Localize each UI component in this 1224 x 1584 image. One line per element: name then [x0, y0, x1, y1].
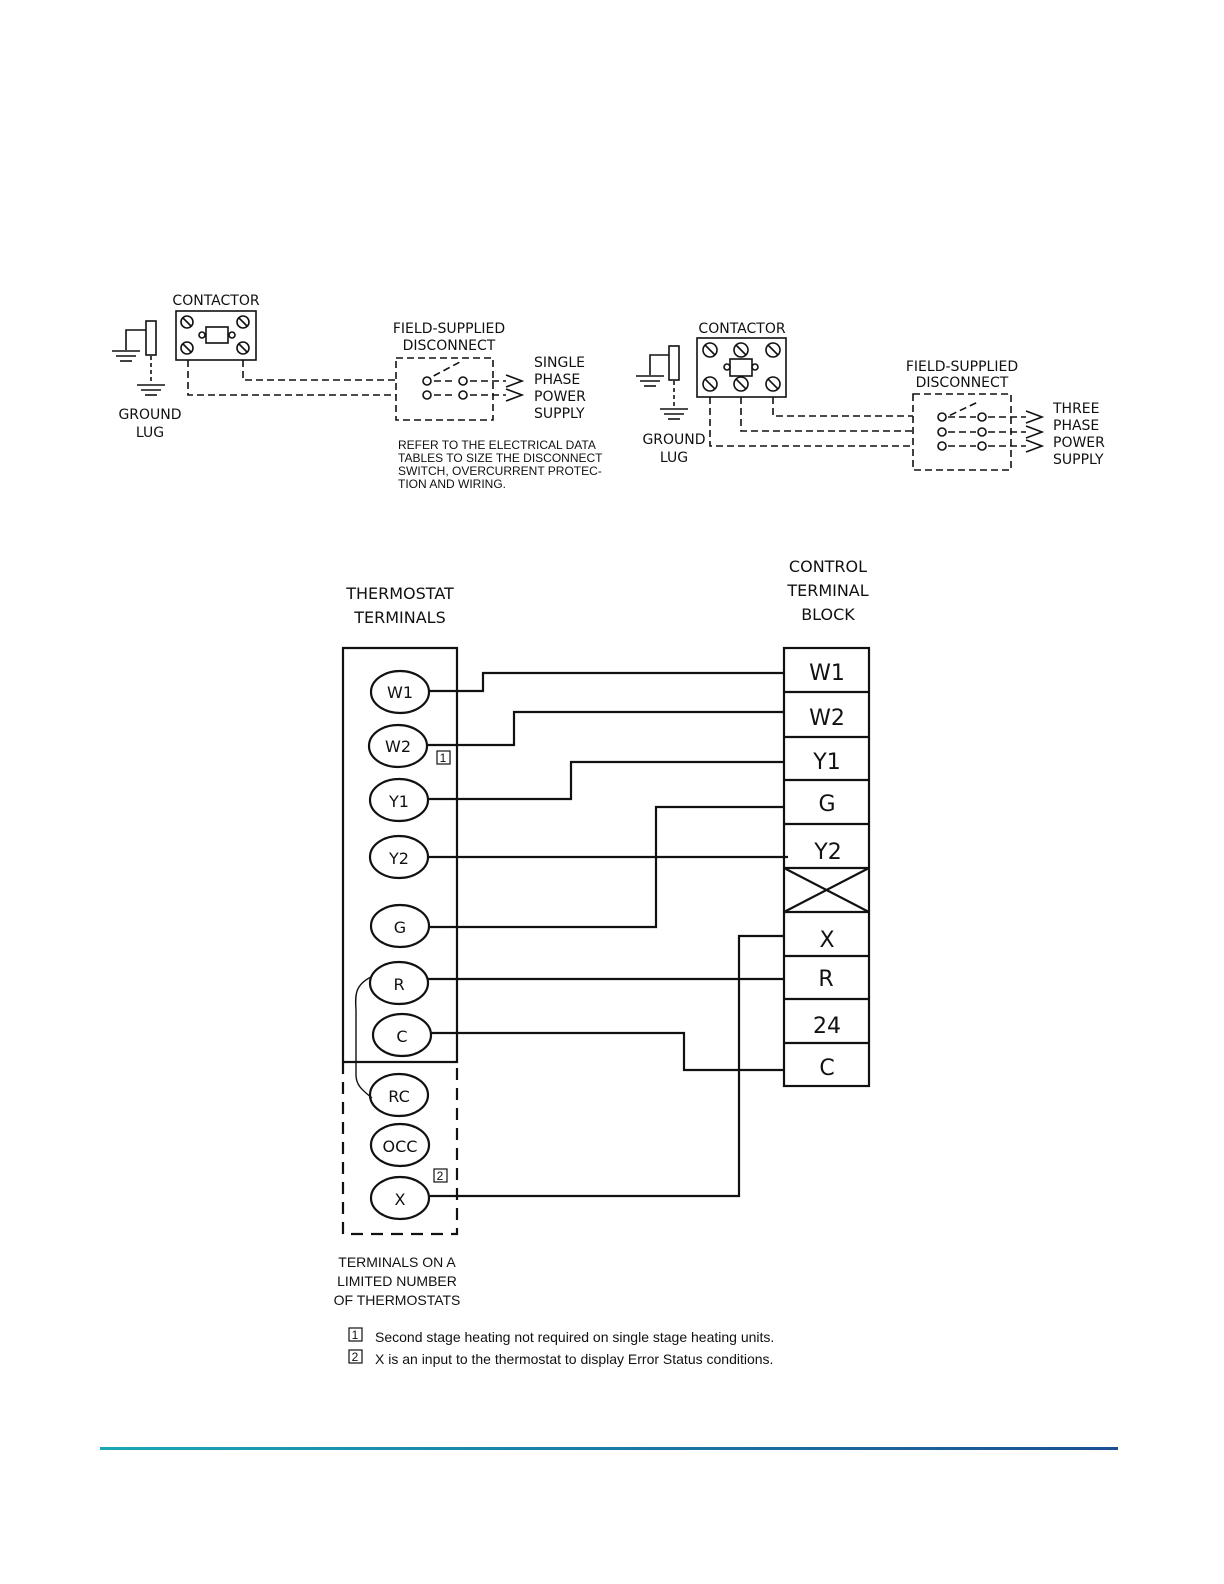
- block-24: 24: [813, 1014, 841, 1039]
- refer-note-3: SWITCH, OVERCURRENT PROTEC-: [398, 464, 602, 478]
- ground-lug-icon: [112, 320, 165, 396]
- note-1-text: Second stage heating not required on sin…: [375, 1329, 774, 1345]
- refer-note-1: REFER TO THE ELECTRICAL DATA: [398, 438, 596, 452]
- contactor-label: CONTACTOR: [698, 321, 785, 337]
- ground-lug-icon: [636, 345, 688, 420]
- supply-label-1: THREE: [1052, 401, 1100, 417]
- terminal-r: R: [393, 975, 404, 994]
- control-block-heading-2: TERMINAL: [786, 581, 868, 600]
- thermostat-terminal-circles: [367, 669, 433, 1221]
- three-phase-diagram: [636, 337, 1045, 471]
- disconnect-label-1: FIELD-SUPPLIED: [906, 359, 1018, 375]
- ground-lug-label-2: LUG: [660, 450, 688, 466]
- ground-lug-label-1: GROUND: [118, 407, 181, 423]
- footnote-marker-2-label: 2: [437, 1169, 444, 1183]
- block-r: R: [818, 967, 833, 992]
- thermostat-heading-1: THERMOSTAT: [345, 584, 454, 603]
- ground-lug-label-1: GROUND: [642, 432, 705, 448]
- control-wires: [428, 671, 788, 1198]
- refer-note-2: TABLES TO SIZE THE DISCONNECT: [398, 451, 603, 465]
- supply-label-2: PHASE: [534, 372, 580, 388]
- optional-caption-3: OF THERMOSTATS: [334, 1292, 461, 1308]
- contactor-icon: [696, 337, 787, 398]
- block-w1: W1: [809, 661, 845, 686]
- note-marker-2: [348, 1349, 363, 1364]
- supply-label-2: PHASE: [1053, 418, 1099, 434]
- optional-caption-2: LIMITED NUMBER: [337, 1273, 457, 1289]
- block-c: C: [819, 1056, 834, 1081]
- note-marker-1-label: 1: [352, 1328, 359, 1342]
- terminal-g: G: [394, 918, 406, 937]
- footer-rule: [100, 1447, 1118, 1450]
- refer-note-4: TION AND WIRING.: [398, 477, 506, 491]
- thermostat-panel: [341, 646, 459, 1236]
- terminal-y2: Y2: [388, 849, 409, 868]
- footnote-marker-2: [433, 1168, 448, 1183]
- ground-lug-label-2: LUG: [136, 425, 164, 441]
- supply-label-4: SUPPLY: [534, 406, 585, 422]
- footnote-marker-1-label: 1: [440, 751, 447, 765]
- disconnect-label-2: DISCONNECT: [916, 375, 1009, 391]
- supply-label-3: POWER: [1053, 435, 1105, 451]
- terminal-occ: OCC: [383, 1137, 418, 1156]
- terminal-w1: W1: [387, 683, 413, 702]
- contactor-label: CONTACTOR: [172, 293, 259, 309]
- block-w2: W2: [809, 706, 845, 731]
- terminal-rc: RC: [388, 1087, 410, 1106]
- footnote-marker-1: [436, 750, 451, 765]
- terminal-y1: Y1: [388, 792, 409, 811]
- block-x: X: [819, 928, 834, 953]
- supply-label-1: SINGLE: [534, 355, 585, 371]
- note-marker-2-label: 2: [352, 1350, 359, 1364]
- terminal-x: X: [395, 1190, 406, 1209]
- optional-caption-1: TERMINALS ON A: [338, 1254, 456, 1270]
- control-terminal-block: [782, 646, 871, 1088]
- block-y2: Y2: [813, 840, 841, 865]
- terminal-w2: W2: [385, 737, 411, 756]
- supply-label-3: POWER: [534, 389, 586, 405]
- control-block-heading-3: BLOCK: [801, 605, 855, 624]
- disconnect-label-2: DISCONNECT: [403, 338, 496, 354]
- note-marker-1: [348, 1327, 363, 1342]
- single-phase-diagram: [112, 310, 525, 421]
- rc-jumper: [354, 976, 373, 1099]
- supply-label-4: SUPPLY: [1053, 452, 1104, 468]
- control-block-heading-1: CONTROL: [789, 557, 867, 576]
- terminal-c: C: [396, 1027, 407, 1046]
- block-g: G: [818, 792, 835, 817]
- note-2-text: X is an input to the thermostat to displ…: [375, 1351, 773, 1367]
- thermostat-heading-2: TERMINALS: [353, 608, 446, 627]
- contactor-icon: [175, 310, 257, 361]
- disconnect-label-1: FIELD-SUPPLIED: [393, 321, 505, 337]
- block-y1: Y1: [812, 750, 840, 775]
